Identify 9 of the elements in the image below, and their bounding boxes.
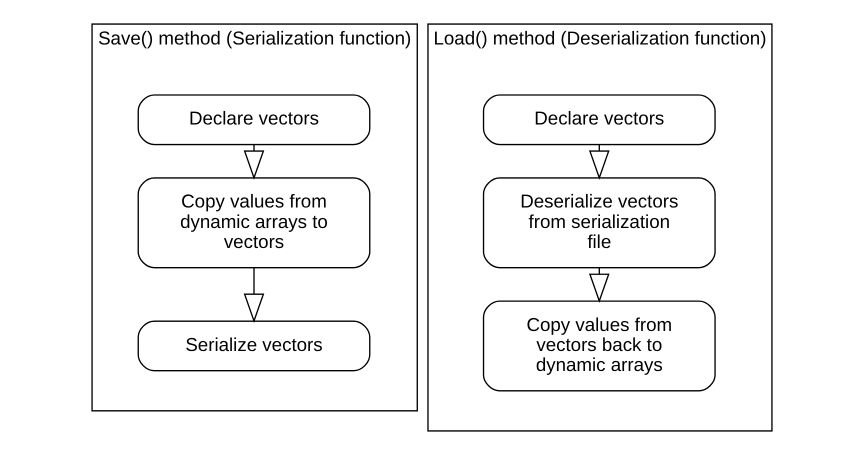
arrow: [588, 144, 610, 180]
node-box: Copy values from dynamic arrays to vectors: [138, 177, 370, 268]
arrow: [588, 268, 610, 304]
node-box: Declare vectors: [482, 94, 716, 146]
node-box: Declare vectors: [138, 94, 370, 146]
node-box: Deserialize vectors from serialization file: [482, 177, 716, 268]
node-box: Serialize vectors: [138, 320, 370, 372]
node-box: Copy values from vectors back to dynamic arrays: [482, 300, 716, 392]
arrow: [244, 268, 264, 323]
